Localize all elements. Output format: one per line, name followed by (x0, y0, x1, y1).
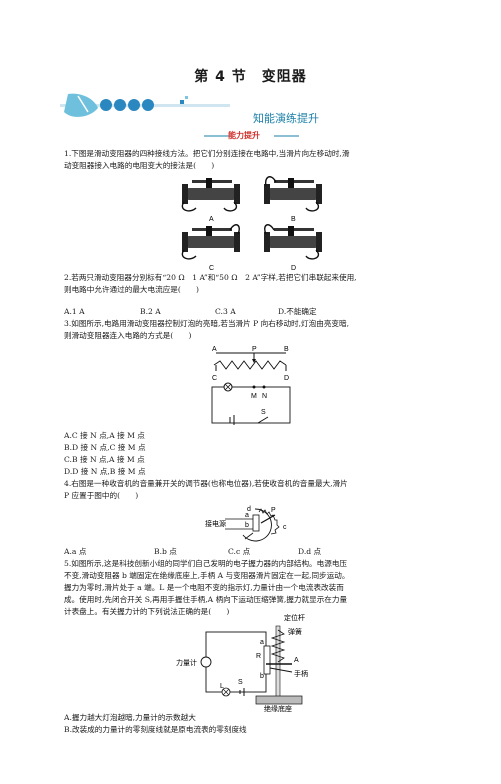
q5-label-rod: 定位杆 (284, 613, 305, 622)
q4-potentiometer-figure: 接电源 a b d P c (205, 506, 287, 542)
q4-label-p: P (271, 507, 276, 514)
q5-label-meter: 力量计 (176, 658, 197, 667)
q1-figure: A B C D (181, 176, 322, 272)
q5-option-b: B.改装成的力量计的零刻度线就是原电流表的零刻度线 (64, 725, 247, 734)
q1-label-a: A (209, 216, 214, 223)
rheostat-a (181, 178, 240, 212)
q4-option-c: C.c 点 (228, 547, 251, 556)
q5-label-s: S (238, 679, 243, 686)
section-heading: 知能演练提升 (253, 112, 319, 125)
q5-label-base: 绝缘底座 (264, 704, 292, 713)
q5-text-line3: 握力为零时,滑片处于 a 端。L 是一个电阻不变的指示灯,力量计由一个电流表改装… (64, 583, 344, 592)
q3-label-b: B (284, 346, 289, 353)
q4-option-a: A.a 点 (64, 547, 87, 556)
q5-text-line5: 计表盘上。有关握力计的下列说法正确的是( ) (64, 607, 230, 616)
rheostat-d (264, 224, 322, 260)
q5-label-b: b (260, 673, 264, 680)
q4-text-line1: 4.右图是一种收音机的音量兼开关的调节器(也称电位器),若使收音机的音量最大,滑… (64, 479, 348, 488)
q4-text-line2: P 应置于图中的( ) (64, 491, 139, 500)
q4-label-b: b (245, 522, 249, 529)
q3-option-c: C.B 接 N 点,A 接 M 点 (64, 455, 145, 464)
q1-label-b: B (291, 216, 296, 223)
q4-label-d: d (247, 506, 251, 513)
subsection-heading: 能力提升 (228, 131, 260, 140)
q3-label-p: P (252, 346, 257, 353)
page-title: 第 4 节 变阻器 (194, 69, 307, 85)
q2-option-b: B.2 A (140, 307, 161, 316)
q3-option-b: B.D 接 N 点,C 接 M 点 (64, 443, 146, 452)
q5-label-l: L (220, 683, 224, 690)
q3-label-a: A (212, 346, 217, 353)
q3-text-line1: 3.如图所示,电路用滑动变阻器控制灯泡的亮暗,若当滑片 P 向右移动时,灯泡由亮… (64, 319, 350, 328)
q1-label-d: D (291, 265, 296, 272)
q1-text-line1: 1.下图是滑动变阻器的四种接线方法。把它们分别连接在电路中,当滑片向左移动时,滑 (64, 149, 350, 158)
q5-grip-figure: 定位杆 弹簧 力量计 a R b A 手柄 L S 绝缘底座 (176, 613, 308, 713)
q5-label-handle: 手柄 (294, 669, 308, 678)
q4-label-power: 接电源 (205, 519, 226, 528)
q2-text-line1: 2.若两只滑动变阻器分别标有“20 Ω 1 A”和“50 Ω 2 A”字样,若把… (64, 273, 357, 282)
q5-text-line2: 不变,滑动变阻器 b 端固定在绝缘底座上,手柄 A 与变阻器滑片固定在一起,同步… (64, 571, 350, 580)
q5-option-a: A.握力越大灯泡越暗,力量计的示数越大 (64, 713, 196, 722)
q4-option-b: B.b 点 (154, 547, 177, 556)
q4-option-d: D.d 点 (298, 547, 322, 556)
q4-label-c: c (283, 524, 287, 531)
q2-option-c: C.3 A (215, 307, 236, 316)
q2-option-d: D.不能确定 (278, 307, 317, 316)
q2-text-line2: 则电路中允许通过的最大电流应是( ) (64, 285, 200, 294)
q5-label-r: R (256, 653, 261, 660)
q3-option-d: D.D 接 N 点,B 接 M 点 (64, 467, 146, 476)
q3-option-a: A.C 接 N 点,A 接 M 点 (64, 431, 145, 440)
q3-label-m: M (251, 393, 257, 400)
q4-label-a: a (245, 512, 249, 519)
q3-label-n: N (262, 393, 267, 400)
q5-label-spring: 弹簧 (288, 627, 302, 636)
rheostat-b (264, 176, 322, 212)
rheostat-c (181, 224, 240, 260)
section-banner-graphic (60, 93, 230, 117)
q1-text-line2: 动变阻器接入电路的电阻变大的接法是( ) (64, 161, 215, 170)
q2-option-a: A.1 A (64, 307, 85, 316)
q3-label-s: S (261, 409, 266, 416)
q5-text-line1: 5.如图所示,这是科技创新小组的同学们自己发明的电子握力器的内部结构。电源电压 (64, 559, 348, 568)
q5-label-a: a (260, 639, 264, 646)
q3-text-line2: 则滑动变阻器连入电路的方式是( ) (64, 331, 192, 340)
q3-label-c: C (212, 375, 217, 382)
q3-circuit-figure: A P B C D M N S (211, 346, 291, 425)
q1-label-c: C (209, 265, 214, 272)
q5-label-handle-a: A (294, 657, 299, 664)
subsection-rule (204, 135, 299, 137)
q5-text-line4: 成。使用时,先闭合开关 S,再用手握住手柄,A 柄向下运动压缩弹簧,握力就显示在… (64, 595, 348, 604)
q3-label-d: D (284, 375, 289, 382)
